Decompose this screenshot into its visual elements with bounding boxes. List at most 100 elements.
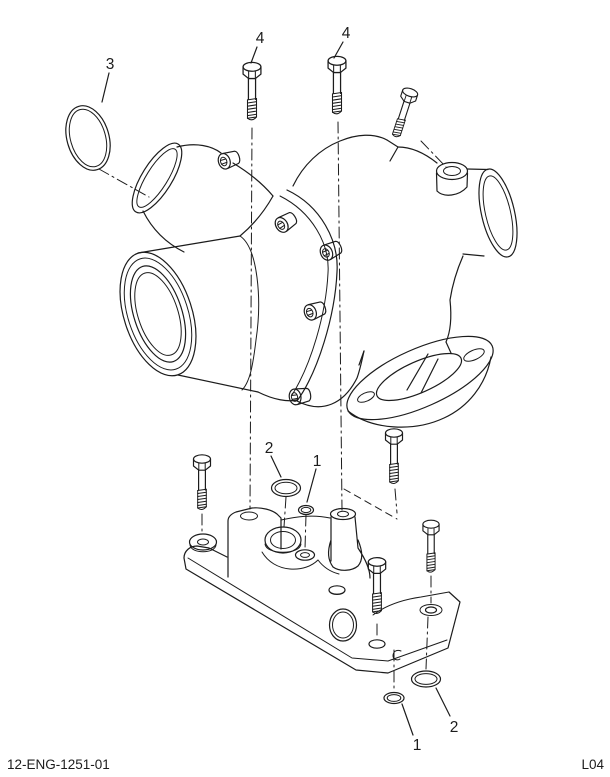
o-ring-1-upper — [297, 504, 315, 516]
base-hole-center — [368, 639, 386, 649]
inlet-face-rim-3 — [129, 265, 187, 363]
leader-2-upper — [270, 455, 282, 478]
o-ring-1-lower-outer — [383, 691, 405, 705]
mounting-bolt-4-right — [327, 55, 347, 115]
inlet-face-rim-2 — [123, 257, 193, 371]
mounting-bolt-4-left — [242, 61, 262, 121]
centerline-o-ring-2-upper — [283, 496, 287, 528]
callout-4-left: 4 — [256, 30, 265, 47]
pedestal-base-top-front-edge — [187, 557, 448, 662]
inlet-cylinder-top — [137, 235, 241, 254]
callouts: 3 4 4 2 1 1 2 — [101, 25, 459, 754]
o-ring-2-upper — [270, 478, 302, 498]
inlet-flange-outer-rim — [131, 142, 183, 214]
front-oval-port-outer — [328, 608, 358, 642]
exhaust-flange-bolt-hole-left — [357, 391, 375, 403]
housing-rear-face — [239, 235, 260, 391]
flange-neck — [358, 341, 452, 366]
o-ring-1-lower-inner — [386, 694, 402, 702]
o-ring-3-inlet — [65, 105, 111, 171]
leader-4-left — [250, 46, 258, 64]
centerline-o-ring-3 — [98, 168, 150, 198]
small-port-collar — [294, 549, 316, 561]
o-ring-1-upper-inner — [300, 506, 312, 514]
center-block-hole — [240, 511, 258, 521]
pedestal-bolt-upper-right — [384, 428, 404, 485]
leader-1-upper — [306, 468, 317, 503]
centerline-o-ring-1-upper — [304, 514, 307, 550]
mounting-pedestal — [183, 507, 461, 674]
o-ring-1-lower — [383, 691, 405, 705]
pedestal-base-outline — [183, 557, 461, 674]
outlet-pipe-bottom — [462, 253, 485, 257]
centerline-bolt-4-right — [337, 121, 343, 511]
callout-1-upper: 1 — [313, 453, 322, 470]
outlet-pipe-rim-inner — [482, 175, 514, 251]
o-ring-3-inner — [68, 108, 108, 168]
right-tower-hole — [337, 510, 349, 518]
oil-port-outer — [264, 526, 302, 554]
mid-boss-side — [328, 589, 346, 595]
callout-2-lower: 2 — [450, 719, 459, 736]
alignment-diagonal — [343, 488, 398, 520]
o-rings — [65, 105, 442, 705]
o-ring-3-outer — [65, 105, 111, 171]
centerline-o-ring-2-lower — [425, 616, 429, 670]
turbine-right-outline — [445, 255, 464, 343]
callout-3: 3 — [106, 56, 115, 73]
inlet-bore — [134, 272, 182, 356]
turbine-top-outline — [292, 134, 388, 187]
pedestal-base-left-wing — [183, 545, 228, 559]
pedestal-bolt-far-right — [422, 519, 440, 573]
o-ring-2-upper-inner — [274, 481, 298, 495]
turbine-top-tab — [386, 139, 399, 162]
outlet-pipe-rim-outer — [478, 168, 518, 258]
callout-2-upper: 2 — [265, 440, 274, 457]
o-ring-2-lower-outer — [410, 670, 442, 688]
alignment-lines — [98, 121, 447, 692]
o-ring-1-upper-outer — [297, 504, 315, 516]
right-tower-pad — [329, 507, 357, 521]
leader-2-lower — [435, 687, 451, 717]
compressor-housing — [119, 195, 298, 402]
clamp-bolt-4 — [301, 299, 329, 323]
exhaust-outlet-flange — [346, 335, 494, 428]
exhaust-flange-face — [346, 335, 494, 421]
fasteners — [192, 55, 440, 615]
pedestal-front-ribs — [261, 551, 340, 575]
turbine-bottom-outline — [296, 350, 365, 408]
turbine-housing — [292, 134, 518, 408]
air-inlet-elbow — [131, 142, 274, 253]
right-tower — [327, 516, 371, 579]
inlet-flange-inner-rim — [136, 148, 178, 208]
center-block — [227, 507, 282, 578]
turbocharger-assembly — [119, 134, 518, 428]
exhaust-flange-bolt-hole-right — [463, 348, 485, 362]
left-pad-boss — [188, 533, 218, 551]
actuator-boss-hole — [443, 166, 461, 176]
exhaust-flange-web — [406, 353, 439, 394]
volute-bottom-join — [257, 391, 298, 402]
oil-port-ring — [270, 531, 296, 549]
small-port-hole — [300, 552, 310, 558]
inlet-cylinder-bottom — [177, 374, 259, 393]
backplate-flange — [215, 148, 345, 407]
page-code: L04 — [581, 757, 604, 772]
mid-boss-hole — [328, 585, 346, 595]
left-pad-side — [189, 544, 217, 553]
leader-4-right — [333, 41, 344, 59]
centerline-pedestal-bolt-upper-right — [394, 488, 398, 514]
callout-1-lower: 1 — [413, 737, 422, 754]
actuator-boss-top — [435, 161, 469, 181]
doc-number: 12-ENG-1251-01 — [7, 757, 110, 772]
pedestal-bolt-left — [192, 454, 212, 511]
o-ring-2-lower — [410, 670, 442, 688]
turbine-top-right — [397, 146, 438, 164]
clamp-bolt-3 — [317, 238, 345, 263]
elbow-neck-top-edge — [176, 144, 274, 197]
volute-top-join — [239, 195, 274, 237]
exhaust-flange-opening — [375, 352, 463, 402]
o-ring-2-lower-inner — [414, 673, 438, 685]
